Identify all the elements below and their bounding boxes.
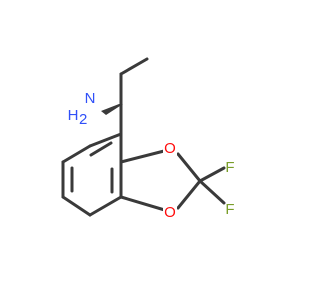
amine-hydrogen-label: H bbox=[68, 107, 79, 124]
bond-ch3-ch2 bbox=[119, 57, 149, 76]
o1-label-bg bbox=[163, 140, 177, 156]
dioxole-oxygen-label-lower: O bbox=[164, 204, 176, 221]
dioxole-oxygen-label-upper: O bbox=[164, 140, 176, 157]
bond-ring-c4h-c4 bbox=[88, 132, 123, 148]
wedge-bond-chiral-nh2 bbox=[101, 104, 123, 115]
molecule-structure: N H 2 O O F F bbox=[0, 0, 300, 300]
fluorine-label-upper: F bbox=[225, 159, 234, 176]
bond-o2-cf2 bbox=[176, 179, 202, 210]
bond-ring-double-3 bbox=[89, 141, 113, 157]
o2-label-bg bbox=[163, 204, 177, 220]
bond-ring-c5-c4h bbox=[61, 144, 92, 164]
bond-ring-c7-c6 bbox=[61, 195, 92, 217]
bond-c3a-o1 bbox=[119, 148, 170, 164]
bond-c-f2 bbox=[198, 179, 226, 205]
amine-subscript-label: 2 bbox=[79, 111, 87, 128]
bond-layer bbox=[61, 57, 226, 217]
bond-ring-c7a-c7 bbox=[88, 195, 123, 217]
atom-label-layer: N H 2 O O F F bbox=[68, 90, 235, 221]
background bbox=[0, 0, 300, 300]
bond-c7a-o2 bbox=[119, 195, 170, 213]
amine-nitrogen-label: N bbox=[85, 90, 96, 107]
fluorine-label-lower: F bbox=[225, 201, 234, 218]
bond-c-f1 bbox=[198, 166, 226, 183]
bond-o1-cf2 bbox=[176, 152, 202, 183]
